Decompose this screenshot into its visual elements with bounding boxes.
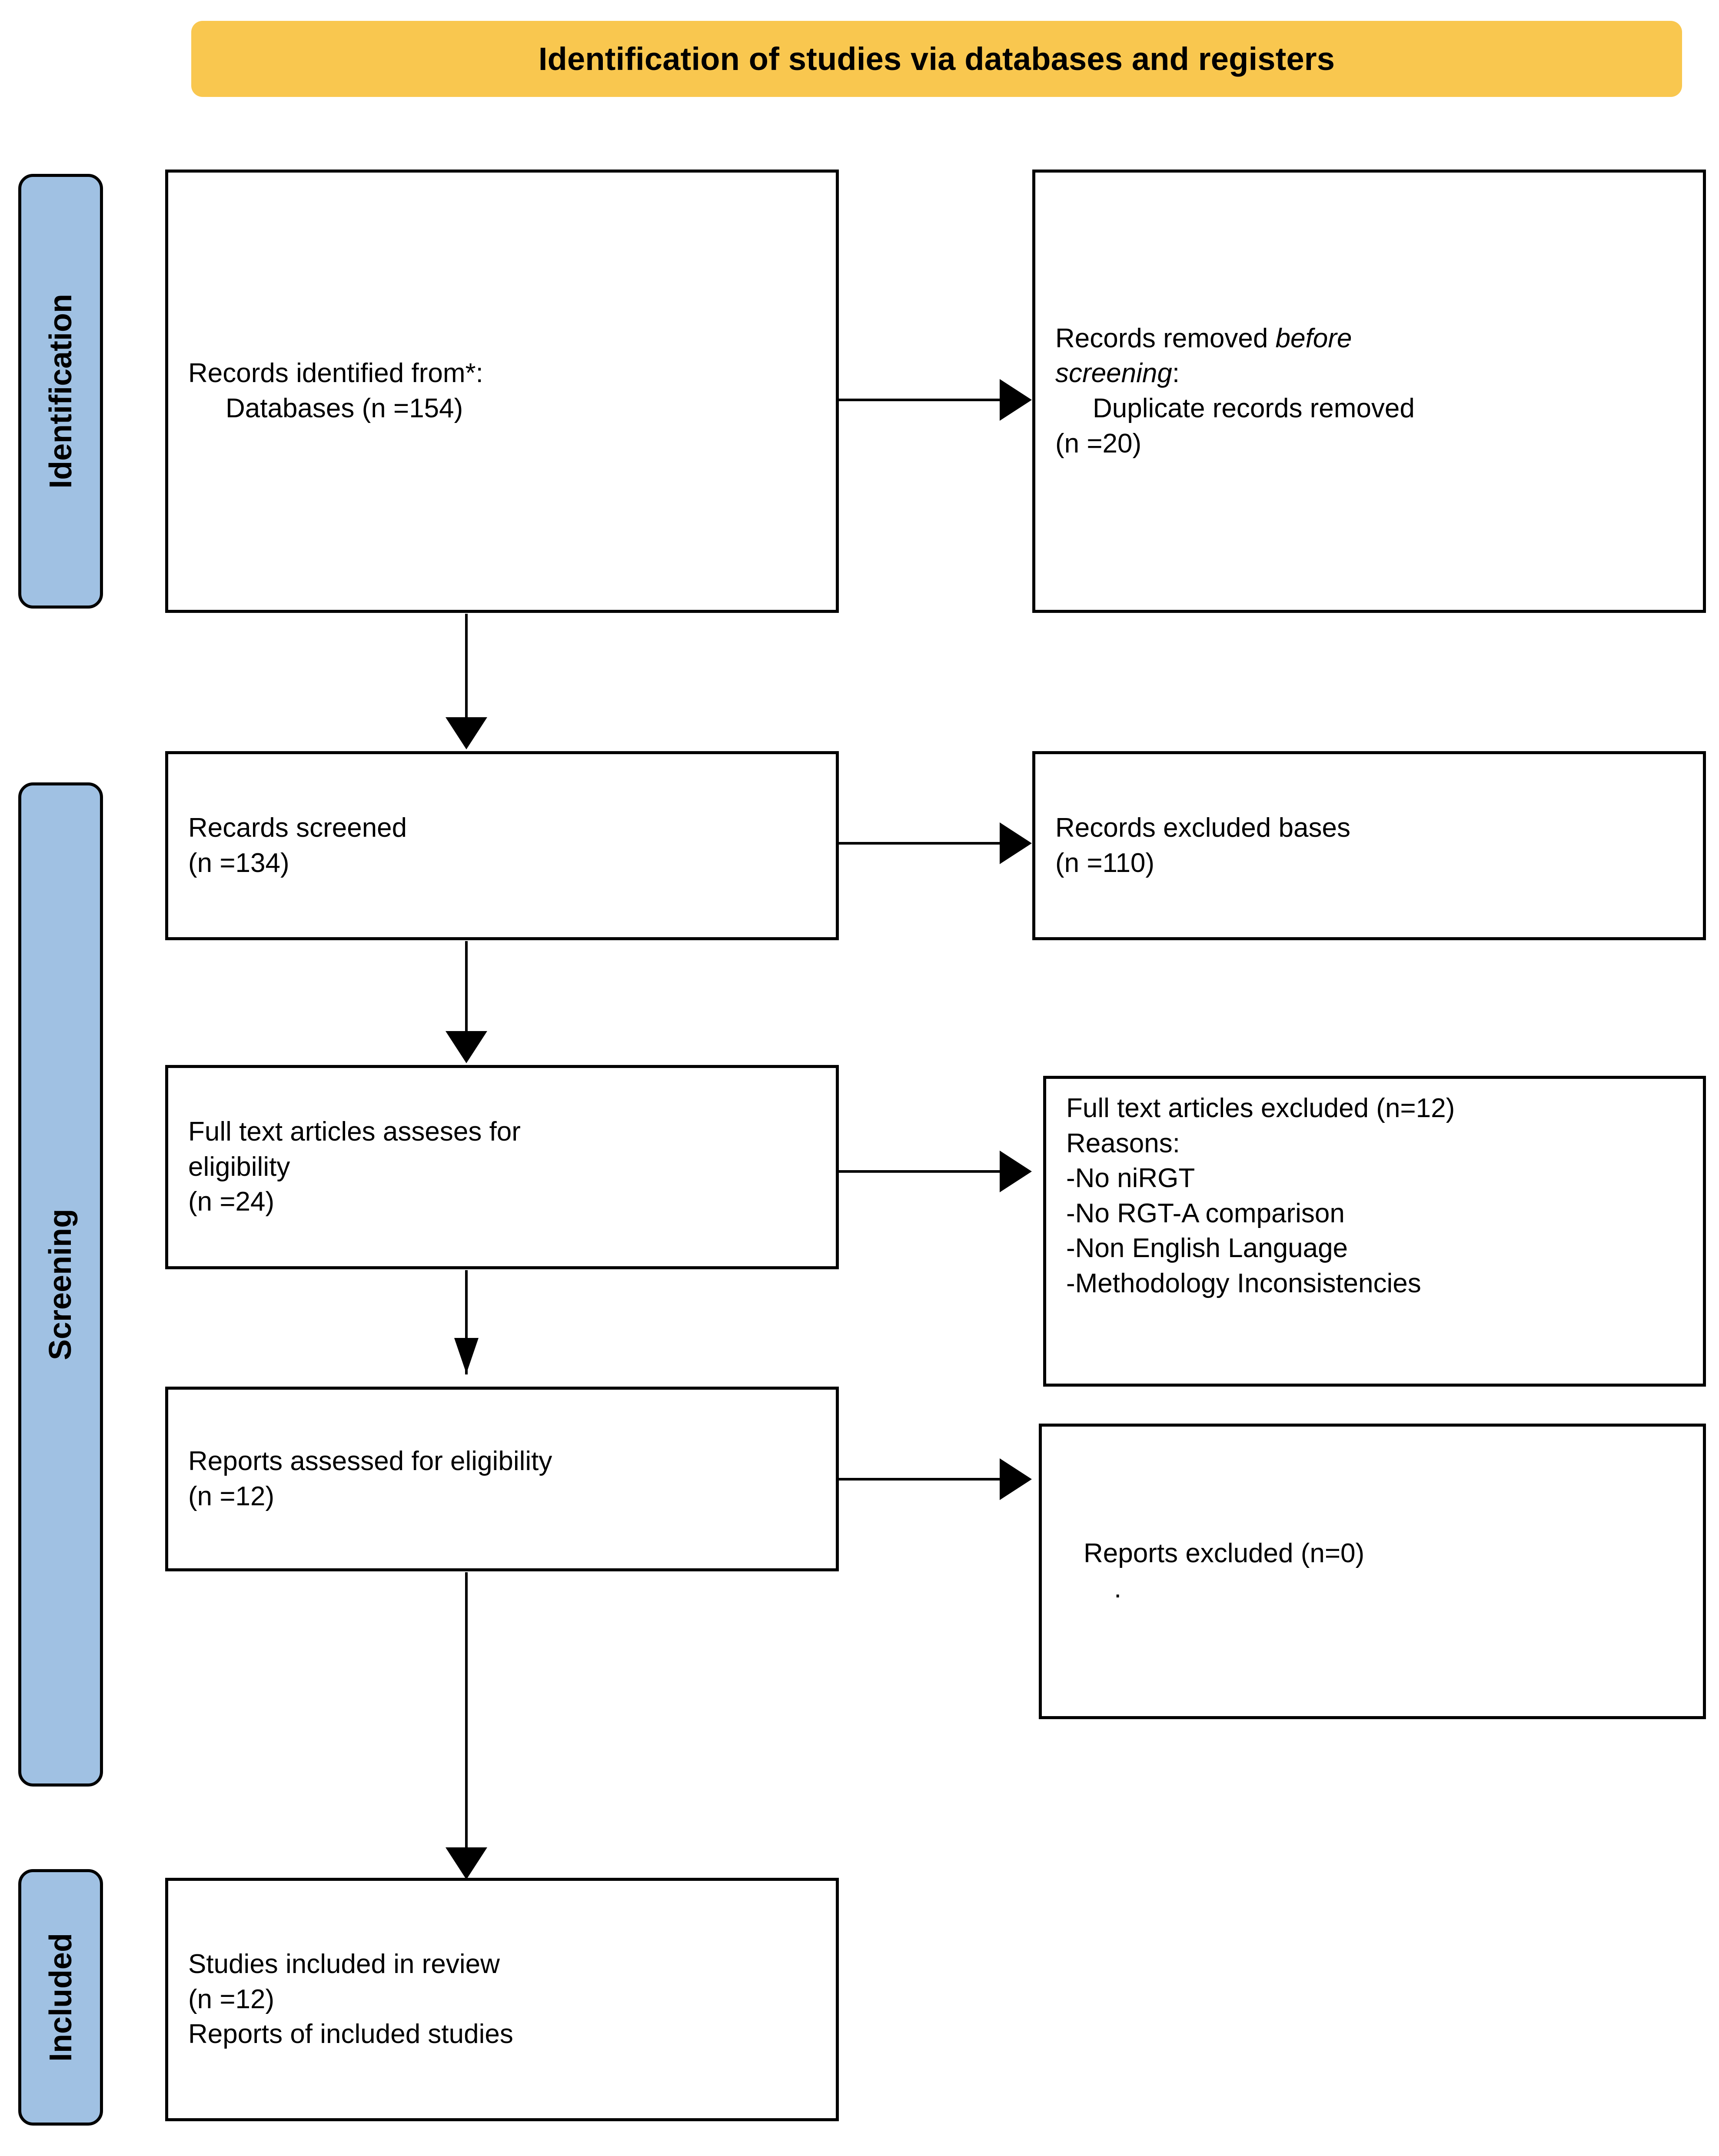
connector-line-identified-to-screened	[465, 614, 468, 720]
stage-band-screening: Screening	[18, 782, 103, 1787]
stage-label-identification: Identification	[43, 294, 78, 489]
stage-label-screening: Screening	[43, 1208, 78, 1361]
arrow-identified-to-removed	[1000, 379, 1032, 421]
fulltext-excluded-line2: Reasons:	[1066, 1128, 1180, 1158]
reports-assessed-line2: (n =12)	[188, 1481, 275, 1511]
box-reports-excluded-text: Reports excluded (n=0) .	[1042, 1536, 1703, 1606]
arrow-reports-to-excluded	[1000, 1458, 1032, 1500]
arrow-reports-to-included	[446, 1847, 487, 1880]
studies-included-line3: Reports of included studies	[188, 2019, 513, 2050]
connector-line-reports-to-excluded	[839, 1478, 1013, 1481]
box-records-identified-text: Records identified from*: Databases (n =…	[168, 356, 836, 426]
records-screened-line1: Recards screened	[188, 812, 407, 843]
box-studies-included: Studies included in review (n =12) Repor…	[165, 1878, 839, 2121]
box-records-screened-text: Recards screened (n =134)	[168, 811, 836, 881]
records-identified-line1: Records identified from*:	[188, 358, 483, 389]
records-excluded-line2: (n =110)	[1055, 848, 1155, 878]
box-reports-excluded: Reports excluded (n=0) .	[1039, 1424, 1706, 1719]
box-records-excluded-text: Records excluded bases (n =110)	[1035, 811, 1703, 881]
fulltext-excluded-reason-3: -Non English Language	[1066, 1233, 1348, 1264]
fulltext-assessed-line1: Full text articles asseses for	[188, 1117, 521, 1147]
box-reports-assessed: Reports assessed for eligibility (n =12)	[165, 1387, 839, 1571]
reports-assessed-line1: Reports assessed for eligibility	[188, 1446, 552, 1476]
arrow-screened-to-excluded	[1000, 822, 1032, 864]
box-reports-assessed-text: Reports assessed for eligibility (n =12)	[168, 1444, 836, 1514]
box-records-removed: Records removed before screening: Duplic…	[1032, 170, 1706, 613]
fulltext-assessed-line3: (n =24)	[188, 1187, 275, 1217]
records-removed-line3: Duplicate records removed	[1093, 393, 1415, 423]
studies-included-line2: (n =12)	[188, 1984, 275, 2014]
stage-band-included: Included	[18, 1869, 103, 2126]
box-fulltext-assessed: Full text articles asseses for eligibili…	[165, 1065, 839, 1269]
arrow-identified-to-screened	[446, 717, 487, 749]
diagram-title-banner: Identification of studies via databases …	[191, 21, 1682, 97]
fulltext-excluded-reason-1: -No niRGT	[1066, 1163, 1195, 1194]
box-records-excluded: Records excluded bases (n =110)	[1032, 751, 1706, 940]
connector-line-fulltext-to-excluded	[839, 1170, 1013, 1173]
stage-label-included: Included	[43, 1933, 78, 2062]
arrow-fulltext-to-reports	[454, 1338, 479, 1374]
records-screened-line2: (n =134)	[188, 848, 289, 878]
connector-line-reports-to-included	[465, 1572, 468, 1861]
records-removed-line1: Records removed before	[1055, 323, 1352, 353]
connector-line-screened-to-excluded	[839, 842, 1013, 845]
fulltext-assessed-line2: eligibility	[188, 1151, 290, 1182]
fulltext-excluded-reason-4: -Methodology Inconsistencies	[1066, 1268, 1421, 1298]
connector-line-fulltext-to-reports	[465, 1270, 468, 1374]
studies-included-line1: Studies included in review	[188, 1949, 500, 1980]
records-identified-line2: Databases (n =154)	[226, 393, 463, 423]
reports-excluded-line2: .	[1114, 1574, 1122, 1604]
records-removed-line2: screening:	[1055, 358, 1180, 389]
arrow-fulltext-to-excluded	[1000, 1151, 1032, 1192]
records-removed-line4: (n =20)	[1055, 428, 1142, 459]
box-fulltext-assessed-text: Full text articles asseses for eligibili…	[168, 1115, 836, 1220]
records-excluded-line1: Records excluded bases	[1055, 812, 1350, 843]
box-records-identified: Records identified from*: Databases (n =…	[165, 170, 839, 613]
box-records-screened: Recards screened (n =134)	[165, 751, 839, 940]
fulltext-excluded-reason-2: -No RGT-A comparison	[1066, 1198, 1345, 1228]
box-fulltext-excluded-text: Full text articles excluded (n=12) Reaso…	[1046, 1079, 1703, 1301]
connector-line-screened-to-fulltext	[465, 941, 468, 1035]
box-studies-included-text: Studies included in review (n =12) Repor…	[168, 1947, 836, 2052]
stage-band-identification: Identification	[18, 174, 103, 609]
fulltext-excluded-line1: Full text articles excluded (n=12)	[1066, 1093, 1455, 1123]
page-title: Identification of studies via databases …	[538, 41, 1335, 77]
box-records-removed-text: Records removed before screening: Duplic…	[1035, 321, 1703, 461]
reports-excluded-line1: Reports excluded (n=0)	[1084, 1538, 1365, 1569]
connector-line-identified-to-removed	[839, 399, 1013, 401]
arrow-screened-to-fulltext	[446, 1031, 487, 1063]
box-fulltext-excluded: Full text articles excluded (n=12) Reaso…	[1043, 1076, 1706, 1387]
